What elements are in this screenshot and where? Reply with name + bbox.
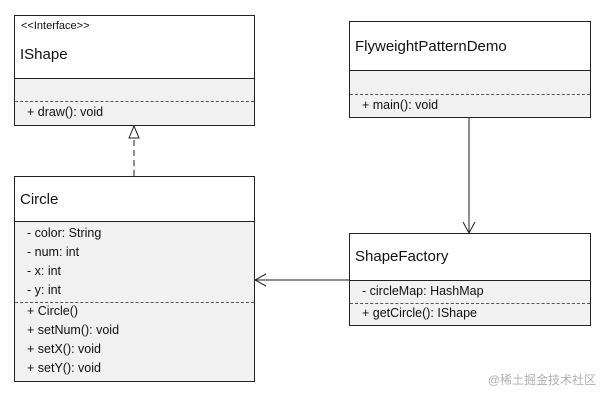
- circle-method: + setNum(): void: [27, 323, 120, 337]
- circle-attribute: - x: int: [27, 264, 62, 278]
- circle-method: + Circle(): [27, 304, 79, 318]
- ishape-name: IShape: [20, 46, 68, 63]
- demo-method: + main(): void: [362, 98, 439, 112]
- circle-class-box: Circle - color: String - num: int - x: i…: [14, 176, 255, 382]
- factory-methods: + getCircle(): IShape: [350, 303, 590, 325]
- ishape-attributes: [15, 79, 254, 101]
- demo-class-box: FlyweightPatternDemo + main(): void: [349, 21, 591, 118]
- circle-name: Circle: [20, 191, 59, 208]
- demo-attributes: [350, 71, 590, 94]
- circle-attribute: - y: int: [27, 283, 62, 297]
- factory-class-box: ShapeFactory - circleMap: HashMap + getC…: [349, 233, 591, 326]
- realization-arrowhead: [128, 124, 140, 139]
- circle-attributes: - color: String - num: int - x: int - y:…: [15, 222, 254, 302]
- demo-methods: + main(): void: [350, 94, 590, 117]
- circle-attribute: - color: String: [27, 226, 102, 240]
- watermark: @稀土掘金技术社区: [487, 373, 596, 387]
- circle-method: + setX(): void: [27, 342, 101, 356]
- ishape-class-box: <<Interface>> IShape + draw(): void: [14, 15, 255, 126]
- circle-methods: + Circle() + setNum(): void + setX(): vo…: [15, 302, 254, 381]
- ishape-method: + draw(): void: [27, 105, 104, 119]
- circle-header: Circle: [15, 177, 254, 222]
- demo-header: FlyweightPatternDemo: [350, 22, 590, 71]
- ishape-header: <<Interface>> IShape: [15, 16, 254, 79]
- ishape-methods: + draw(): void: [15, 101, 254, 125]
- factory-method: + getCircle(): IShape: [362, 306, 477, 320]
- factory-attributes: - circleMap: HashMap: [350, 281, 590, 303]
- factory-attribute: - circleMap: HashMap: [362, 284, 484, 298]
- factory-header: ShapeFactory: [350, 234, 590, 281]
- circle-method: + setY(): void: [27, 361, 101, 375]
- circle-attribute: - num: int: [27, 245, 80, 259]
- factory-to-circle-arrowhead: [253, 273, 267, 287]
- factory-name: ShapeFactory: [355, 248, 449, 265]
- ishape-stereotype: <<Interface>>: [21, 20, 90, 32]
- demo-name: FlyweightPatternDemo: [355, 38, 507, 55]
